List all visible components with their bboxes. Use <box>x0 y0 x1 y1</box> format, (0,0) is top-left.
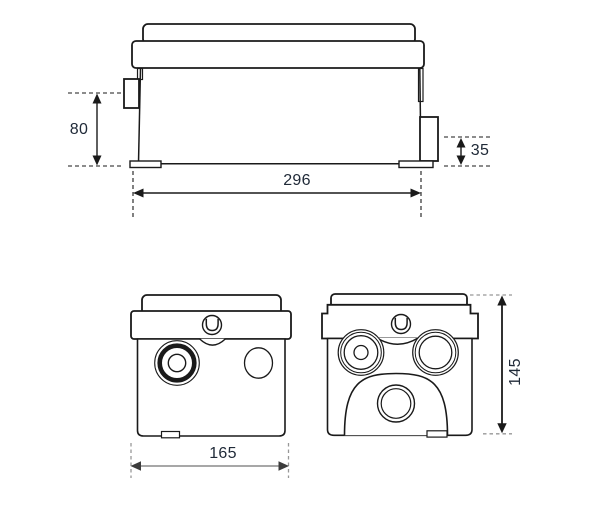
dimension-label-inlet-height: 80 <box>69 121 89 138</box>
side-view <box>123 23 439 169</box>
front-view-lid-notch <box>199 338 226 346</box>
dimension-296 <box>132 171 422 217</box>
front-view-screw <box>201 314 223 336</box>
front-view-knockout <box>243 347 274 379</box>
rear-view <box>321 293 479 438</box>
dimension-label-height: 145 <box>507 358 524 386</box>
dimension-80 <box>68 92 122 167</box>
rear-view-foot-tab <box>426 430 448 438</box>
rear-view-screw <box>390 313 412 335</box>
dimension-label-length: 296 <box>283 172 311 189</box>
rear-view-pump-dome <box>343 372 449 436</box>
side-view-left-foot <box>129 160 162 169</box>
front-view-inlet <box>154 340 200 386</box>
side-view-right-foot <box>398 160 434 169</box>
side-view-inlet-stub <box>123 78 140 109</box>
rear-view-left-port <box>337 329 385 376</box>
side-view-lid <box>131 40 425 69</box>
front-view <box>130 294 292 439</box>
dimension-145 <box>470 294 512 435</box>
dimension-label-outlet-height: 35 <box>470 142 490 159</box>
dimension-165 <box>130 443 290 478</box>
front-view-foot-tab <box>160 430 181 439</box>
side-view-outlet-stub <box>419 116 439 162</box>
dimension-label-width: 165 <box>209 445 237 462</box>
side-view-body-outline <box>137 68 422 165</box>
dimension-35 <box>444 136 491 167</box>
rear-view-right-port <box>412 329 459 376</box>
